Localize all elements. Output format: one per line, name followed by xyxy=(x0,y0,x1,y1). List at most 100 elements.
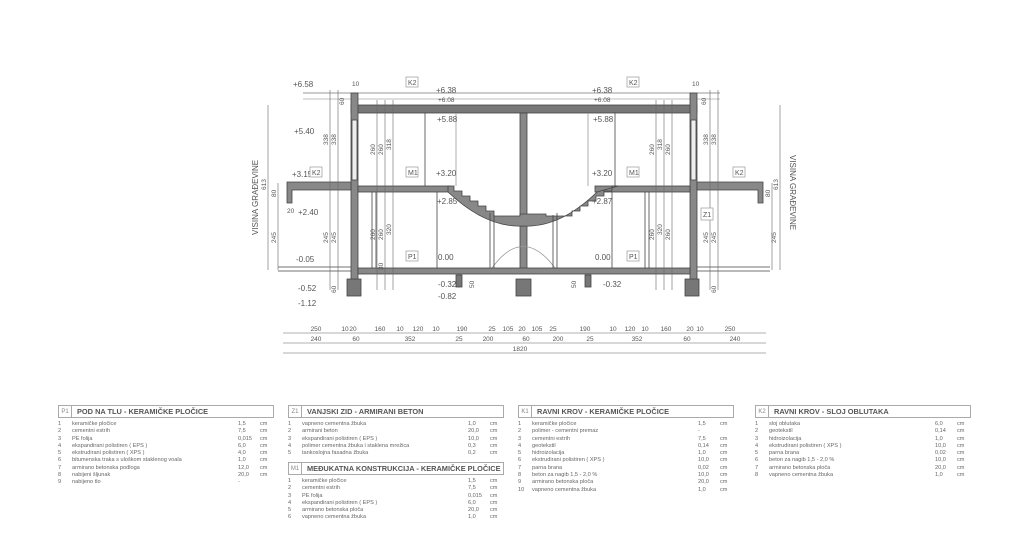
dimension-label: 240 xyxy=(730,336,741,343)
tag-m1: M1 xyxy=(408,170,418,177)
vertical-title-right: VISINA GRAĐEVINE xyxy=(788,155,797,230)
legend-cell: 5 xyxy=(518,450,522,457)
center-wall xyxy=(519,112,528,274)
legend-cell: 1,5 xyxy=(698,421,706,427)
legend-cell: cm xyxy=(957,435,965,442)
dimension-label: 10 xyxy=(341,326,349,333)
foundation xyxy=(346,278,362,297)
svg-text:-0.32: -0.32 xyxy=(438,280,457,289)
legend-cell: vapneno cementna žbuka xyxy=(532,486,597,493)
elevation-markers: +6.58 +6.38 +6.38 +6.08 +6.08 +5.88 +5.8… xyxy=(292,80,622,308)
svg-text:+2.85: +2.85 xyxy=(437,197,458,206)
legend-cell: sloj oblutaka xyxy=(769,421,801,427)
legend-cell: 7,5 xyxy=(238,428,246,435)
legend-cell: 1,0 xyxy=(468,514,476,521)
legend-cell: 12,0 xyxy=(238,464,249,471)
legend-cell: vapneno cementna žbuka xyxy=(302,514,367,521)
legend-cell: keramičke pločice xyxy=(72,421,117,427)
tag-p1: P1 xyxy=(408,254,417,261)
legend-cell: 7 xyxy=(58,464,62,471)
right-balcony xyxy=(696,181,764,204)
dimension-label: 250 xyxy=(311,326,322,333)
svg-text:-0.52: -0.52 xyxy=(298,284,317,293)
svg-text:+2.87: +2.87 xyxy=(592,197,613,206)
legend-cell: 4 xyxy=(288,442,292,449)
legend-code: M1 xyxy=(289,463,302,474)
structure xyxy=(267,90,781,354)
curved-stair xyxy=(447,185,619,227)
svg-text:0.00: 0.00 xyxy=(595,253,611,262)
legend-cell: cm xyxy=(720,435,728,442)
legend-cell: 5 xyxy=(288,450,292,457)
dimension-label: 200 xyxy=(553,336,564,343)
legend-cell xyxy=(260,479,274,486)
legend-cell: ekstrudirani polistiren ( XPS ) xyxy=(769,442,842,449)
legend-cell: 3 xyxy=(58,435,62,442)
svg-text:+2.40: +2.40 xyxy=(298,208,319,217)
legend-cell: 20,0 xyxy=(468,507,479,514)
dimension-label: 25 xyxy=(455,336,463,343)
legend-cell: geotekstil xyxy=(532,442,556,449)
legend-cell: cm xyxy=(957,464,965,471)
dimension-label: 250 xyxy=(725,326,736,333)
svg-text:320: 320 xyxy=(657,224,664,235)
svg-text:260: 260 xyxy=(378,229,385,240)
legend-cell: cm xyxy=(260,428,268,435)
svg-text:+5.88: +5.88 xyxy=(437,115,458,124)
dimension-label: 25 xyxy=(488,326,496,333)
dimension-label: 105 xyxy=(503,326,514,333)
legend-cell: 8 xyxy=(755,472,759,479)
layer-tags xyxy=(309,76,746,262)
legend-cell: ekspandirani polistiren ( EPS ) xyxy=(72,442,148,449)
legend-cell: 2 xyxy=(288,428,292,435)
legend-cell: PE folija xyxy=(72,435,93,442)
svg-text:+6.38: +6.38 xyxy=(436,86,457,95)
legend-cell: 7 xyxy=(755,464,759,471)
legend-cell: ekstrudirani polistiren ( XPS ) xyxy=(72,450,145,457)
dimension-label: 10 xyxy=(432,326,440,333)
svg-text:80: 80 xyxy=(765,189,772,197)
legend-cell: 0,3 xyxy=(468,442,476,449)
dimension-label: 105 xyxy=(532,326,543,333)
svg-text:+6.08: +6.08 xyxy=(594,97,611,104)
legend-cell: 6,0 xyxy=(935,421,943,427)
legend-cell: 1 xyxy=(288,478,292,484)
svg-text:60: 60 xyxy=(339,97,346,105)
foundation xyxy=(684,278,700,297)
legend-code: Z1 xyxy=(289,406,302,417)
svg-text:318: 318 xyxy=(657,139,664,150)
legend-cell: 20,0 xyxy=(698,479,709,486)
vertical-dimensions: 245 338 338 260 260 318 245 245 260 260 … xyxy=(271,81,778,293)
legend-cell: armirano betonska podloga xyxy=(72,464,140,471)
dimension-label: 60 xyxy=(683,336,691,343)
dimension-label: 25 xyxy=(549,326,557,333)
legend-cell: 0,02 xyxy=(698,464,709,471)
legend-cell: - xyxy=(698,428,700,435)
legend-cell: 10,0 xyxy=(468,435,479,442)
legend-cell: 5 xyxy=(288,507,292,514)
legend-cell: keramičke pločice xyxy=(302,478,347,484)
legend-cell: cm xyxy=(260,472,268,479)
dimension-label: 240 xyxy=(311,336,322,343)
legend-cell: 4 xyxy=(58,442,62,449)
svg-text:+6.58: +6.58 xyxy=(293,80,314,89)
svg-text:+5.40: +5.40 xyxy=(294,127,315,136)
svg-text:260: 260 xyxy=(378,144,385,155)
legend-cell: armirano betonska ploča xyxy=(769,464,831,471)
legend-cell: 1,0 xyxy=(698,486,706,493)
legend-cell: vapneno cementna žbuka xyxy=(769,472,834,479)
dimension-label: 20 xyxy=(349,326,357,333)
